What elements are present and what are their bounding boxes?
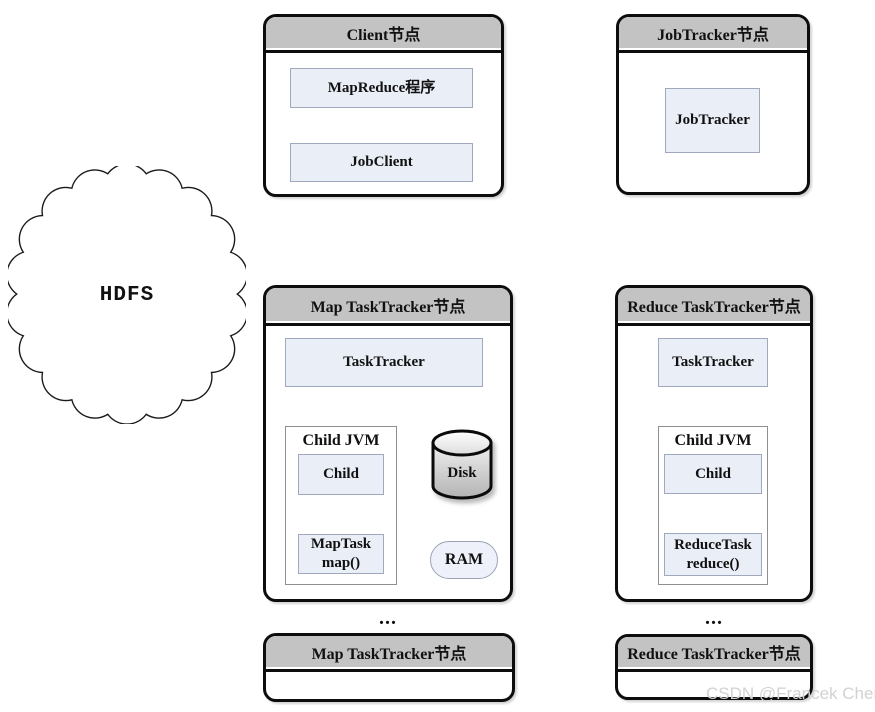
- cloud-icon: [6, 163, 248, 425]
- reduce-ellipsis: ...: [705, 607, 723, 629]
- reduce-child-box: Child: [664, 454, 762, 494]
- maptask-label-line2: map(): [321, 555, 361, 571]
- mapreduce-program-box: MapReduce程序: [290, 68, 473, 108]
- disk-icon: [431, 429, 493, 500]
- map-child-jvm-container: Child JVM Child MapTask map(): [285, 426, 397, 585]
- hdfs-label: HDFS: [99, 283, 155, 307]
- map-ellipsis: ...: [379, 607, 397, 629]
- reducetask-label-line2: reduce(): [686, 555, 740, 572]
- child-jvm-title: Child JVM: [674, 432, 752, 449]
- disk-cylinder: Disk: [430, 427, 494, 503]
- bottom-map-tasktracker-node: Map TaskTracker节点: [263, 633, 515, 702]
- header-separator: [619, 50, 807, 53]
- client-node: Client节点 MapReduce程序 JobClient: [263, 14, 504, 197]
- csdn-watermark: CSDN @Francek Chen: [706, 684, 875, 703]
- header-separator: [266, 323, 510, 326]
- bottom-reduce-tasktracker-node: Reduce TaskTracker节点: [615, 634, 813, 700]
- reducetask-label-line1: ReduceTask: [674, 536, 752, 553]
- map-tasktracker-node: Map TaskTracker节点 TaskTracker Child JVM …: [263, 285, 513, 602]
- header-separator: [266, 669, 512, 672]
- bottom-map-node-title: Map TaskTracker节点: [266, 636, 512, 669]
- reduce-child-jvm-container: Child JVM Child ReduceTask reduce(): [658, 426, 768, 585]
- bottom-reduce-node-title: Reduce TaskTracker节点: [618, 637, 810, 669]
- jobclient-box: JobClient: [290, 143, 473, 182]
- maptask-box: MapTask map(): [298, 534, 384, 574]
- jobtracker-node-title: JobTracker节点: [619, 17, 807, 50]
- header-separator: [618, 669, 810, 672]
- jobtracker-node: JobTracker节点 JobTracker: [616, 14, 810, 195]
- reduce-tasktracker-node-title: Reduce TaskTracker节点: [618, 288, 810, 323]
- map-tasktracker-box: TaskTracker: [285, 338, 483, 387]
- child-jvm-title: Child JVM: [302, 432, 380, 449]
- map-tasktracker-node-title: Map TaskTracker节点: [266, 288, 510, 323]
- jobtracker-box: JobTracker: [665, 88, 760, 153]
- reduce-tasktracker-box: TaskTracker: [658, 338, 768, 387]
- header-separator: [618, 323, 810, 326]
- reduce-tasktracker-node: Reduce TaskTracker节点 TaskTracker Child J…: [615, 285, 813, 602]
- maptask-label-line1: MapTask: [310, 536, 372, 553]
- client-node-title: Client节点: [266, 17, 501, 50]
- hdfs-cloud: HDFS: [6, 163, 248, 425]
- disk-label: Disk: [447, 465, 477, 481]
- ram-shape: RAM: [430, 541, 498, 579]
- reducetask-box: ReduceTask reduce(): [664, 533, 762, 576]
- header-separator: [266, 50, 501, 53]
- map-child-box: Child: [298, 454, 384, 495]
